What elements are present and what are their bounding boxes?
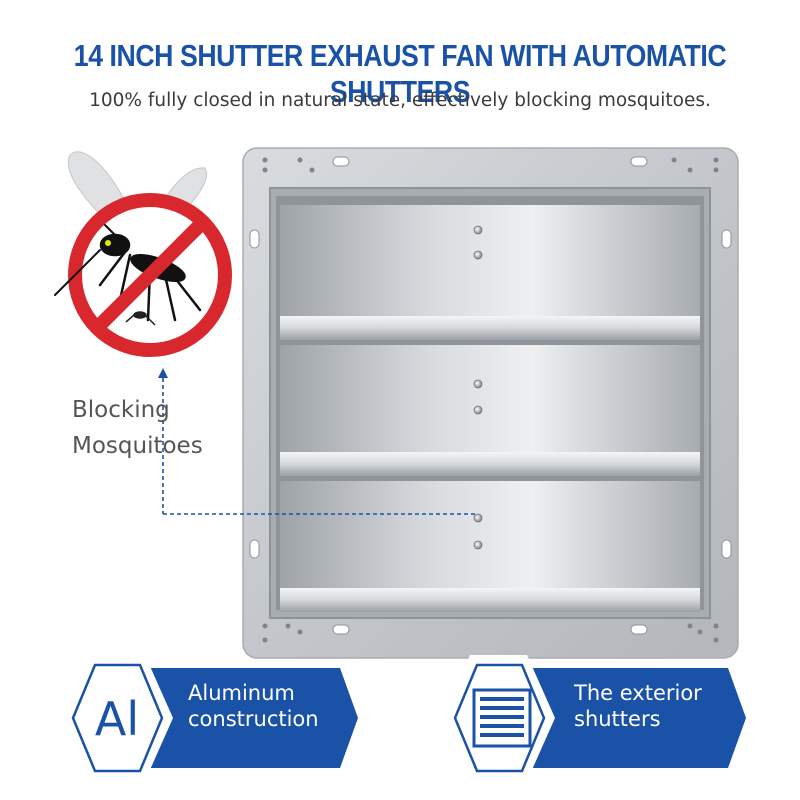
blocking-mosquitoes-label: Blocking Mosquitoes — [72, 392, 203, 464]
page-title: 14 INCH SHUTTER EXHAUST FAN WITH AUTOMAT… — [73, 38, 727, 109]
feature-text-shutters-line1: The exterior — [574, 681, 702, 705]
blocking-label-line1: Blocking — [72, 397, 170, 423]
feature-text-shutters: The exterior shutters — [574, 680, 702, 732]
feature-text-aluminum-line2: construction — [188, 707, 319, 731]
shutter-blade-1 — [280, 205, 700, 340]
callout-connector — [158, 368, 475, 515]
shutter-grid-icon — [472, 688, 532, 748]
no-mosquito-icon — [54, 151, 232, 357]
shutter-blade-3 — [280, 481, 700, 612]
feature-text-aluminum-line1: Aluminum — [188, 681, 295, 705]
aluminum-element-icon: Al — [95, 692, 139, 746]
feature-badge-aluminum — [60, 655, 358, 781]
feature-text-shutters-line2: shutters — [574, 707, 661, 731]
feature-text-aluminum: Aluminum construction — [188, 680, 319, 732]
shutter-blade-2 — [280, 345, 700, 476]
svg-text:Al: Al — [95, 692, 139, 746]
page-subtitle: 100% fully closed in natural state, effe… — [89, 90, 711, 111]
blocking-label-line2: Mosquitoes — [72, 433, 203, 459]
